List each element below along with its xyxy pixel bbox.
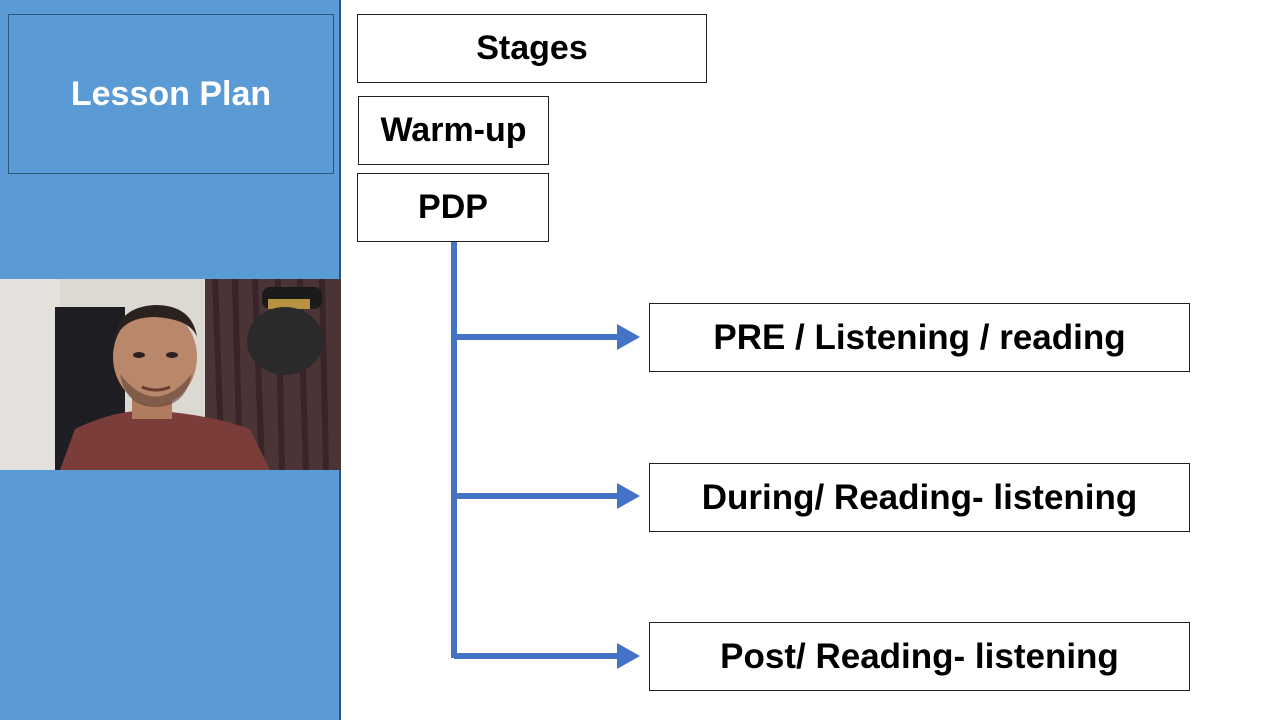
pre-stage-box: PRE / Listening / reading — [649, 303, 1190, 372]
stages-header-box: Stages — [357, 14, 707, 83]
arrowhead-3-icon — [617, 643, 640, 669]
webcam-video-feed — [0, 279, 341, 470]
sidebar-panel: Lesson Plan — [0, 0, 341, 720]
pdp-stage-box: PDP — [357, 173, 549, 242]
post-stage-box: Post/ Reading- listening — [649, 622, 1190, 691]
warm-up-stage-box: Warm-up — [358, 96, 549, 165]
lesson-plan-title: Lesson Plan — [70, 74, 272, 113]
arrowhead-1-icon — [617, 324, 640, 350]
lesson-plan-title-box: Lesson Plan — [8, 14, 334, 174]
during-stage-box: During/ Reading- listening — [649, 463, 1190, 532]
arrowhead-2-icon — [617, 483, 640, 509]
presenter-webcam-image — [0, 279, 341, 470]
